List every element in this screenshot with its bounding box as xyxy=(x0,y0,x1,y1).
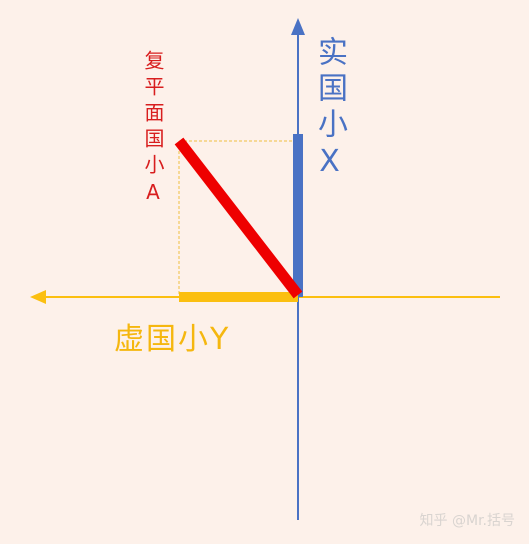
real-component-bar xyxy=(293,134,303,297)
vertical-axis-arrowhead xyxy=(291,18,305,35)
real-axis-label: 实国小X xyxy=(312,36,347,185)
watermark: 知乎 @Mr.括号 xyxy=(419,513,515,529)
complex-plane-label: 复平面国小A xyxy=(141,50,165,210)
horizontal-axis-arrowhead xyxy=(30,290,46,304)
imaginary-component-bar xyxy=(179,292,298,302)
complex-vector-segment xyxy=(174,137,303,299)
imaginary-axis-label: 虚国小Y xyxy=(114,322,231,357)
